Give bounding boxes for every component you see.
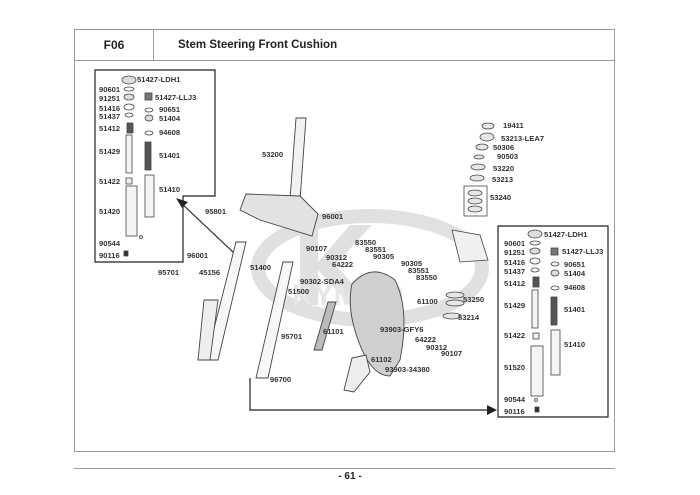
label-93903-34380: 93903-34380 bbox=[385, 365, 430, 374]
label-51437: 51437 bbox=[504, 267, 525, 276]
label-90544: 90544 bbox=[504, 395, 526, 404]
label-51401: 51401 bbox=[564, 305, 586, 314]
label-51500: 51500 bbox=[288, 287, 309, 296]
label-94608: 94608 bbox=[564, 283, 585, 292]
label-90503: 90503 bbox=[497, 152, 518, 161]
label-19411: 19411 bbox=[503, 121, 524, 130]
label-51427-ldh1: 51427-LDH1 bbox=[137, 75, 181, 84]
label-90601: 90601 bbox=[99, 85, 121, 94]
right-inset-labels: 51427-LDH1 90601 91251 51427-LLJ3 51416 … bbox=[504, 230, 603, 416]
label-51429: 51429 bbox=[99, 147, 120, 156]
label-91251: 91251 bbox=[99, 94, 121, 103]
label-51422: 51422 bbox=[99, 177, 120, 186]
label-94608: 94608 bbox=[159, 128, 180, 137]
fender-side-covers bbox=[313, 301, 371, 393]
label-53213-lea7: 53213-LEA7 bbox=[501, 134, 544, 143]
label-90601: 90601 bbox=[504, 239, 526, 248]
label-51427-llj3: 51427-LLJ3 bbox=[155, 93, 196, 102]
section-code-box bbox=[74, 29, 154, 61]
section-code: F06 bbox=[103, 38, 125, 52]
label-61100: 61100 bbox=[417, 297, 438, 306]
label-51520: 51520 bbox=[504, 363, 525, 372]
label-90116: 90116 bbox=[504, 407, 525, 416]
label-53214: 53214 bbox=[458, 313, 480, 322]
left-inset-frame bbox=[94, 69, 216, 263]
label-90107: 90107 bbox=[306, 244, 327, 253]
label-93903-gfy6: 93903-GFY6 bbox=[380, 325, 423, 334]
label-90116: 90116 bbox=[99, 251, 120, 260]
label-90302-sda4: 90302-SDA4 bbox=[300, 277, 345, 286]
label-95701: 95701 bbox=[281, 332, 303, 341]
footer-divider bbox=[74, 468, 615, 469]
label-96700: 96700 bbox=[270, 375, 291, 384]
label-64222: 64222 bbox=[332, 260, 353, 269]
label-53200: 53200 bbox=[262, 150, 283, 159]
label-53250: 53250 bbox=[463, 295, 484, 304]
page-frame bbox=[74, 29, 615, 452]
label-91251: 91251 bbox=[504, 248, 526, 257]
label-53220: 53220 bbox=[493, 164, 514, 173]
label-83550: 83550 bbox=[355, 238, 376, 247]
label-51427-llj3: 51427-LLJ3 bbox=[562, 247, 603, 256]
label-51429: 51429 bbox=[504, 301, 525, 310]
label-51437: 51437 bbox=[99, 112, 120, 121]
label-51427-ldh1: 51427-LDH1 bbox=[544, 230, 588, 239]
label-96001: 96001 bbox=[322, 212, 344, 221]
arrow-to-right-inset bbox=[249, 378, 497, 415]
label-61102: 61102 bbox=[371, 355, 392, 364]
label-51404: 51404 bbox=[564, 269, 586, 278]
label-51410: 51410 bbox=[159, 185, 180, 194]
label-51416: 51416 bbox=[504, 258, 525, 267]
front-fender bbox=[349, 271, 405, 377]
steering-stem bbox=[239, 117, 319, 237]
label-95801: 95801 bbox=[205, 207, 227, 216]
label-51400: 51400 bbox=[250, 263, 271, 272]
right-inset-frame bbox=[497, 225, 609, 418]
label-83551: 83551 bbox=[365, 245, 387, 254]
label-96001: 96001 bbox=[187, 251, 209, 260]
label-90305: 90305 bbox=[373, 252, 395, 261]
left-inset-parts bbox=[121, 75, 155, 257]
page-title: Stem Steering Front Cushion bbox=[178, 39, 338, 51]
label-90544: 90544 bbox=[99, 239, 121, 248]
label-90312: 90312 bbox=[326, 253, 347, 262]
label-83551: 83551 bbox=[408, 266, 430, 275]
main-labels: 53200 95801 96001 96001 95701 45156 5140… bbox=[158, 121, 544, 384]
label-90107: 90107 bbox=[441, 349, 462, 358]
left-inset-labels: 51427-LDH1 90601 91251 51427-LLJ3 51416 … bbox=[99, 75, 196, 260]
label-45156: 45156 bbox=[199, 268, 220, 277]
label-90651: 90651 bbox=[159, 105, 181, 114]
part-51427-ldh1-shape bbox=[121, 75, 137, 85]
label-51401: 51401 bbox=[159, 151, 181, 160]
label-83550: 83550 bbox=[416, 273, 437, 282]
label-53240: 53240 bbox=[490, 193, 511, 202]
label-51412: 51412 bbox=[99, 124, 120, 133]
label-90305: 90305 bbox=[401, 259, 423, 268]
header-divider bbox=[154, 60, 615, 61]
right-fork-tube bbox=[255, 261, 294, 379]
label-64222: 64222 bbox=[415, 335, 436, 344]
label-51404: 51404 bbox=[159, 114, 181, 123]
label-53213: 53213 bbox=[492, 175, 513, 184]
left-fork-tube bbox=[197, 241, 247, 361]
label-61101: 61101 bbox=[323, 327, 344, 336]
label-90651: 90651 bbox=[564, 260, 586, 269]
label-51420: 51420 bbox=[99, 207, 120, 216]
label-51412: 51412 bbox=[504, 279, 525, 288]
arrow-to-left-inset bbox=[176, 198, 235, 254]
label-51410: 51410 bbox=[564, 340, 585, 349]
label-50306: 50306 bbox=[493, 143, 514, 152]
label-95701: 95701 bbox=[158, 268, 180, 277]
page-number: - 61 - bbox=[338, 471, 362, 482]
right-inset-parts bbox=[527, 229, 561, 413]
label-51416: 51416 bbox=[99, 104, 120, 113]
label-90312: 90312 bbox=[426, 343, 447, 352]
label-51422: 51422 bbox=[504, 331, 525, 340]
steering-bearings bbox=[442, 122, 495, 320]
